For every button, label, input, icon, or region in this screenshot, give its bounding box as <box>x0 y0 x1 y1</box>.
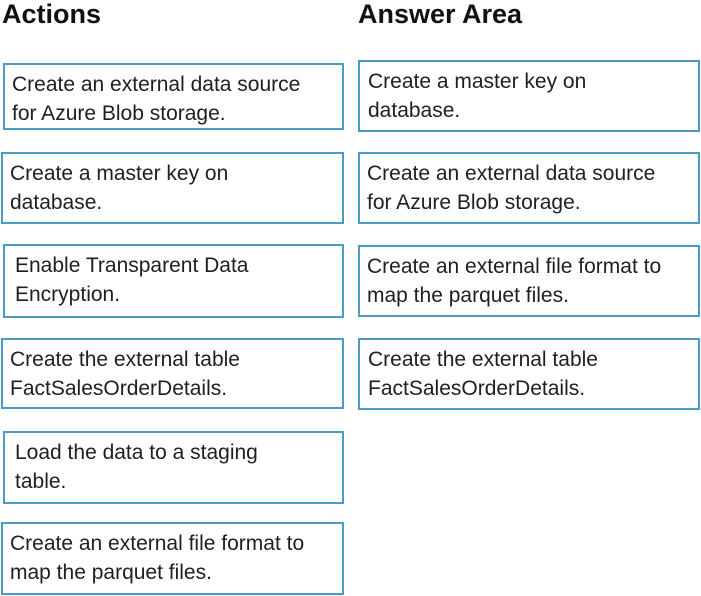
action-item-label: Create a master key on database. <box>10 162 229 214</box>
actions-heading: Actions <box>2 0 102 29</box>
action-item-label: Enable Transparent Data Encryption. <box>15 254 249 306</box>
answer-slot-label: Create an external file format to map th… <box>367 255 662 307</box>
action-item-label: Create an external data source for Azure… <box>12 73 301 125</box>
action-item-label: Load the data to a staging table. <box>15 441 258 493</box>
action-item-create-master-key[interactable]: Create a master key on database. <box>1 152 344 224</box>
action-item-label: Create an external file format to map th… <box>10 532 305 584</box>
answer-slot-label: Create the external table FactSalesOrder… <box>368 348 598 400</box>
answer-slot-4[interactable]: Create the external table FactSalesOrder… <box>358 338 700 410</box>
answer-slot-3[interactable]: Create an external file format to map th… <box>358 245 700 317</box>
answer-slot-label: Create an external data source for Azure… <box>367 162 656 214</box>
answer-slot-1[interactable]: Create a master key on database. <box>358 60 700 132</box>
action-item-label: Create the external table FactSalesOrder… <box>10 348 240 400</box>
action-item-create-external-table[interactable]: Create the external table FactSalesOrder… <box>1 338 344 409</box>
answer-area-heading: Answer Area <box>358 0 523 29</box>
action-item-enable-tde[interactable]: Enable Transparent Data Encryption. <box>3 244 344 318</box>
action-item-create-external-data-source[interactable]: Create an external data source for Azure… <box>3 63 344 130</box>
answer-slot-2[interactable]: Create an external data source for Azure… <box>358 152 700 224</box>
action-item-load-staging-table[interactable]: Load the data to a staging table. <box>3 431 344 504</box>
action-item-create-external-file-format[interactable]: Create an external file format to map th… <box>1 522 344 595</box>
answer-slot-label: Create a master key on database. <box>368 70 587 122</box>
